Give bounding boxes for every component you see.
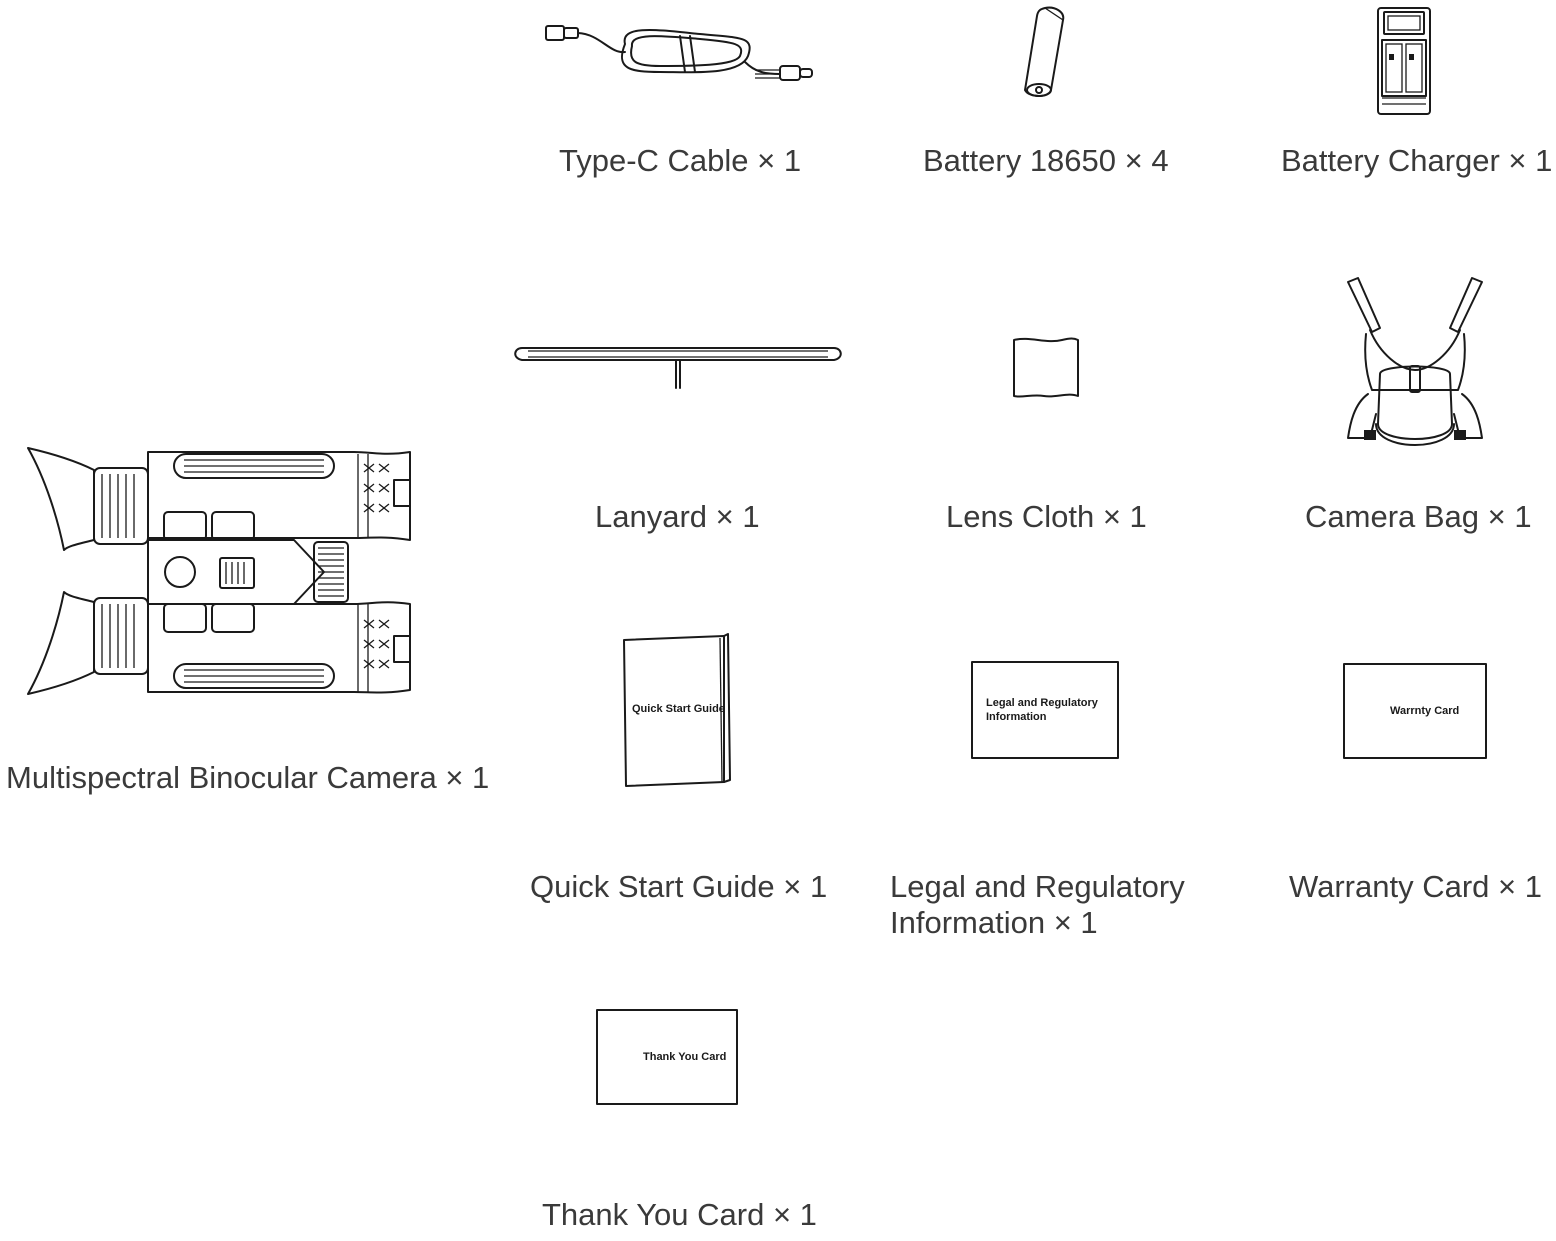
card-icon: Warrnty Card (1343, 663, 1487, 759)
thank-you-card-label: Thank You Card × 1 (542, 1197, 817, 1232)
cable-icon (545, 25, 813, 81)
camera-bag-label: Camera Bag × 1 (1305, 499, 1532, 534)
warranty-cover-text: Warrnty Card (1390, 705, 1459, 717)
legal-info-label-line1: Legal and Regulatory (890, 869, 1185, 904)
bag-icon (1347, 277, 1483, 446)
type-c-cable-label: Type-C Cable × 1 (559, 143, 802, 178)
cloth-icon (1013, 337, 1079, 398)
legal-info-label-line2: Information × 1 (890, 905, 1098, 940)
quick-start-guide-label: Quick Start Guide × 1 (530, 869, 828, 904)
battery-label: Battery 18650 × 4 (923, 143, 1169, 178)
booklet-cover-text: Quick Start Guide (632, 703, 725, 715)
booklet-icon: Quick Start Guide (623, 633, 731, 787)
warranty-card-label: Warranty Card × 1 (1289, 869, 1542, 904)
binocular-camera-label: Multispectral Binocular Camera × 1 (6, 760, 490, 795)
lens-cloth-label: Lens Cloth × 1 (946, 499, 1147, 534)
thank-you-cover-text: Thank You Card (643, 1051, 726, 1063)
document-icon: Legal and Regulatory Information (971, 661, 1119, 759)
lanyard-icon (514, 347, 842, 389)
binocular-icon (27, 447, 411, 695)
charger-icon (1377, 7, 1431, 115)
card-icon: Thank You Card (596, 1009, 738, 1105)
lanyard-label: Lanyard × 1 (595, 499, 760, 534)
battery-icon (1024, 6, 1065, 97)
legal-cover-line2: Information (986, 711, 1047, 723)
battery-charger-label: Battery Charger × 1 (1281, 143, 1553, 178)
legal-cover-line1: Legal and Regulatory (986, 697, 1099, 709)
